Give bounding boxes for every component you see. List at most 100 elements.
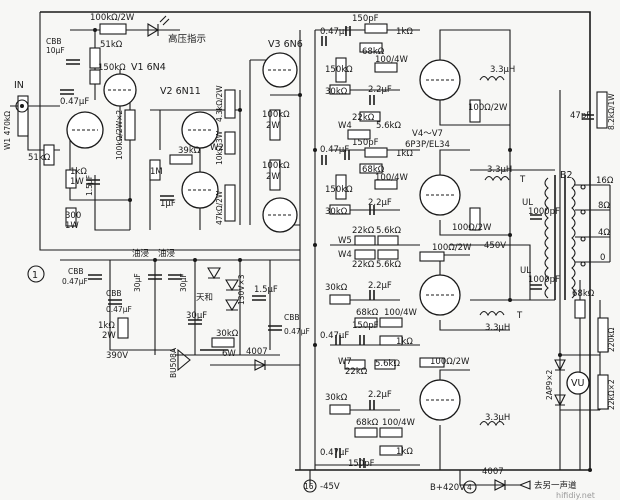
- label-w1: W1 470kΩ: [3, 111, 12, 150]
- label-r-300: 300: [65, 211, 81, 221]
- cap-0-47-4: [335, 448, 341, 458]
- label-r-top-100k2w: 100kΩ/2W: [90, 13, 135, 23]
- label-other-channel: 去另一声道: [534, 480, 577, 491]
- label-d-2ap9: 2AP9×2: [545, 370, 554, 400]
- diode-zener-2: [225, 279, 239, 292]
- resistor-39k: [169, 154, 193, 165]
- label-r-56k-4: 5.6kΩ: [375, 359, 400, 369]
- label-c-30uf-2: 30μF: [179, 273, 188, 292]
- cap-1-5uf: [86, 179, 100, 185]
- resistor-30k-3: [329, 294, 351, 305]
- label-r-68k-1: 68kΩ: [362, 47, 385, 57]
- label-r-22k-3: 22kΩ: [352, 260, 375, 270]
- cap-2-2-2: [369, 205, 375, 215]
- label-l-33uh-1: 3.3μH: [490, 65, 515, 75]
- label-tianhe: 天和: [196, 293, 213, 303]
- label-r-30k-1: 30kΩ: [325, 87, 348, 97]
- resistor-8-2k-1w: [596, 91, 608, 129]
- label-r-100k-2w-x2: 100kΩ/2W×2: [115, 110, 124, 160]
- cap-1-5uf-b: [252, 295, 266, 301]
- marker-circle-1: [27, 265, 45, 283]
- label-t-1: T: [519, 175, 526, 185]
- resistor-5-6k-2: [377, 235, 399, 246]
- resistor-1k-4: [379, 445, 403, 456]
- label-w7: W7: [338, 357, 352, 367]
- vacuum-tubes: [66, 52, 461, 421]
- resistor-10k-3w: [224, 131, 236, 155]
- v4-tube: [419, 59, 461, 101]
- resistor-68k-3: [354, 317, 378, 328]
- label-d-4007-a: 4007: [246, 347, 268, 357]
- label-r-1k-2: 1kΩ: [396, 149, 413, 159]
- label-r-30k-6w-b: 6W: [222, 349, 236, 359]
- label-cbb-value: 10μF: [46, 46, 65, 55]
- label-r-150k-2: 150kΩ: [325, 185, 353, 195]
- label-r-68k-vu: 68kΩ: [572, 289, 595, 299]
- label-v2: V2 6N11: [160, 86, 201, 97]
- junctions: [93, 28, 592, 472]
- label-b2: B2: [560, 170, 573, 181]
- label-r-100-2w-3: 100Ω/2W: [432, 243, 472, 253]
- diode-2ap9-1: [554, 359, 566, 372]
- resistor-30k-1: [329, 84, 351, 95]
- resistor-100-4w-3: [379, 317, 403, 328]
- cap-150pf-1: [345, 26, 351, 36]
- label-r-100k-b2: 2W: [266, 172, 280, 182]
- diode-4007-a: [254, 359, 267, 371]
- label-r-22k-x2: 22kΩ×2: [607, 379, 616, 410]
- label-r-10k-3w: 10kΩ 3W: [215, 130, 224, 165]
- led-hv-indicator: [147, 23, 160, 37]
- diode-zener-3: [225, 299, 239, 312]
- label-r-56k-2: 5.6kΩ: [376, 226, 401, 236]
- resistor-22k-3: [354, 249, 376, 260]
- label-r-100-2w-1: 100Ω/2W: [468, 103, 508, 113]
- resistor-30k-2: [329, 204, 351, 215]
- label-c-1000pf-2: 1000pF: [528, 275, 560, 285]
- label-c-047-3: 0.47μF: [320, 331, 349, 341]
- resistor-100k-2w-top: [99, 23, 127, 35]
- arrow-other-channel-icon: [518, 480, 531, 490]
- label-hv-indicator: 高压指示: [168, 33, 206, 45]
- label-marker-16: 16: [304, 482, 314, 491]
- label-r-100-2w-2: 100Ω/2W: [452, 223, 492, 233]
- cap-30uf-1: [148, 274, 162, 280]
- resistor-100k-2w-a: [269, 109, 281, 141]
- label-r-1m: 1M: [150, 167, 163, 177]
- cap-1000pf-2: [530, 284, 542, 290]
- cap-2-2-1: [369, 95, 375, 105]
- resistor-22k-1: [359, 111, 381, 122]
- label-r-51k-top: 51kΩ: [100, 40, 123, 50]
- label-c-047-4: 0.47μF: [320, 448, 349, 458]
- label-r-100-2w-4: 100Ω/2W: [430, 357, 470, 367]
- label-bu508a: BU508A: [169, 347, 178, 378]
- label-r-30k-6w: 30kΩ: [216, 329, 239, 339]
- label-450v: 450V: [484, 241, 506, 251]
- label-r-68k-3: 68kΩ: [356, 308, 379, 318]
- label-v4v7: V4～V7: [412, 129, 443, 139]
- label-r-100-4w-4: 100/4W: [382, 418, 415, 428]
- cap-0-47-3: [335, 335, 341, 345]
- label-ripple-2: 油浸: [158, 248, 176, 259]
- resistor-100k-2w-b: [269, 159, 281, 191]
- label-cbb-b: CBB: [106, 289, 122, 298]
- resistor-1k-1: [364, 23, 388, 34]
- label-c-150pf-3: 150pF: [352, 321, 379, 331]
- label-r-68k-2: 68kΩ: [362, 165, 385, 175]
- label-r-1k-1w: 1kΩ: [70, 167, 87, 177]
- label-r-1k-3: 1kΩ: [396, 337, 413, 347]
- output-terminals: [580, 184, 586, 267]
- label-r-68k-4: 68kΩ: [356, 418, 379, 428]
- cap-150pf-2: [344, 150, 350, 160]
- label-out-0: 0: [600, 253, 605, 263]
- v7-tube: [419, 379, 461, 421]
- diode-2ap9-2: [554, 394, 566, 407]
- cap-0-47-2: [321, 155, 327, 165]
- label-c-1uf: 1μF: [160, 199, 176, 209]
- cap-0-47-1: [321, 36, 327, 46]
- label-c-150pf-4: 150pF: [348, 459, 375, 469]
- input-jack-icon: [15, 99, 29, 113]
- resistor-150k-2: [335, 174, 347, 200]
- resistor-100-4w-4: [379, 427, 403, 438]
- label-r-43k: 4.3kΩ/2W: [215, 85, 224, 122]
